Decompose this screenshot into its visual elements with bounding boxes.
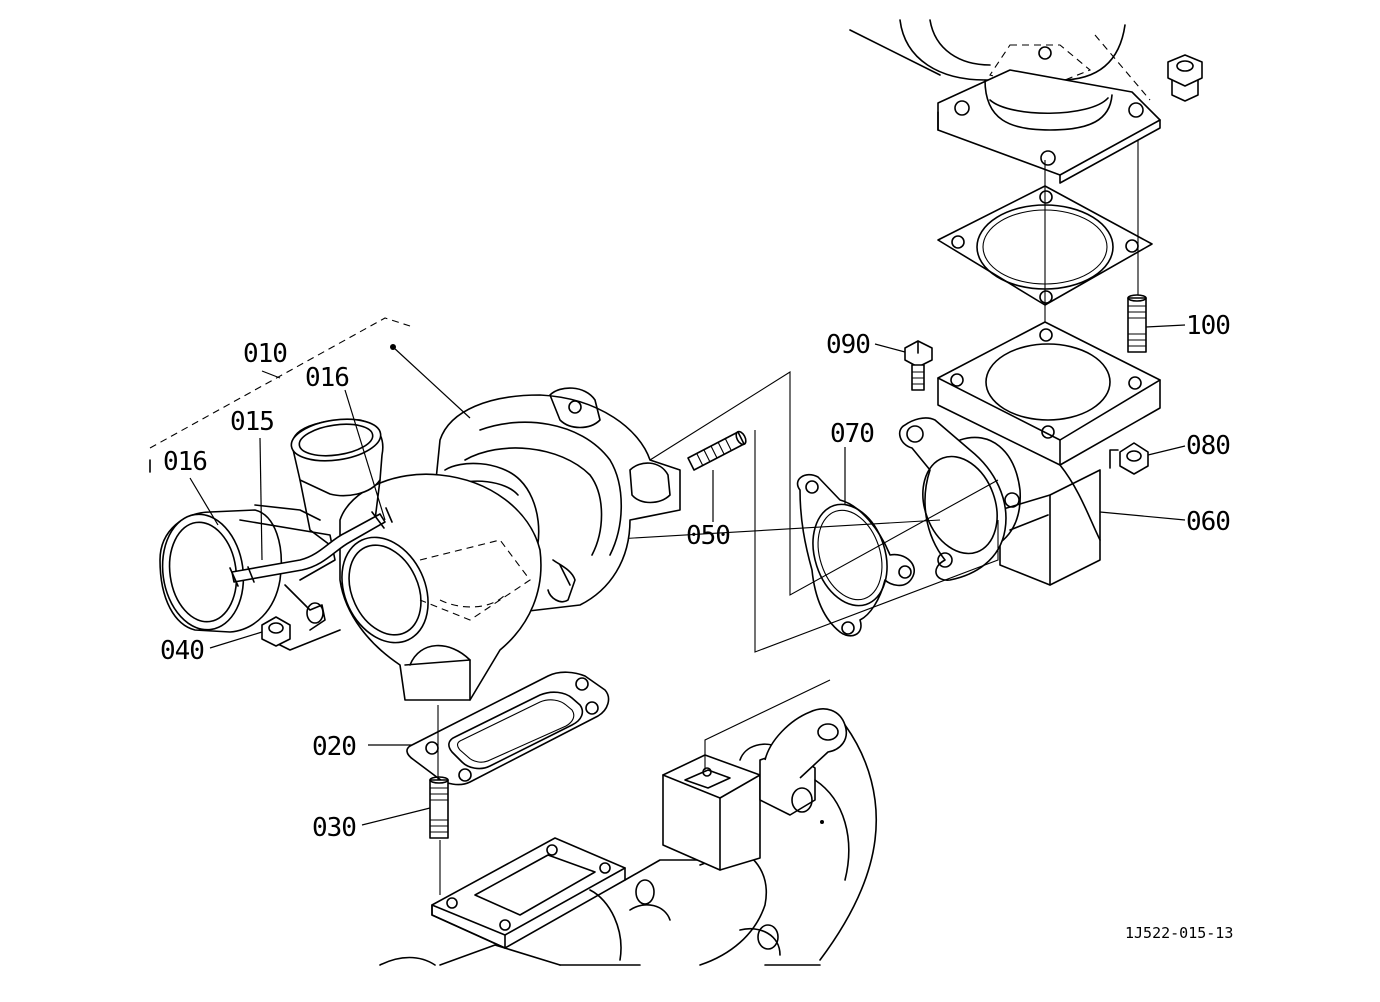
stud-030 [429,705,449,895]
part-group-bracket [149,317,471,473]
callout-015: 015 [230,407,274,437]
upper-exhaust-elbow [849,19,1161,184]
nut-040 [261,616,291,647]
figure-reference-code: 1J522-015-13 [1125,924,1233,942]
callout-100: 100 [1186,311,1230,341]
callout-060: 060 [1186,507,1230,537]
callout-050: 050 [686,521,730,551]
callout-070: 070 [830,419,874,449]
gasket-070 [796,473,915,637]
callout-040: 040 [160,636,204,666]
turbo-gasket-020 [406,671,610,786]
callout-030: 030 [312,813,356,843]
callout-010: 010 [243,339,287,369]
callout-leaders [189,324,1186,826]
assembly-lines [599,371,999,653]
callout-016-left: 016 [163,447,207,477]
exhaust-elbow-060 [937,321,1161,586]
callout-090: 090 [826,330,870,360]
turbocharger-010 [159,387,681,701]
stud-050 [687,430,747,471]
exhaust-manifold [379,679,878,966]
elbow-inlet-flange [898,417,1020,581]
stud-100 [1127,294,1147,353]
nut-080 [1109,442,1149,475]
callout-020: 020 [312,732,356,762]
bolt-090 [904,340,933,391]
callout-016-upper: 016 [305,363,349,393]
top-right-nut [1167,54,1203,102]
callout-080: 080 [1186,431,1230,461]
